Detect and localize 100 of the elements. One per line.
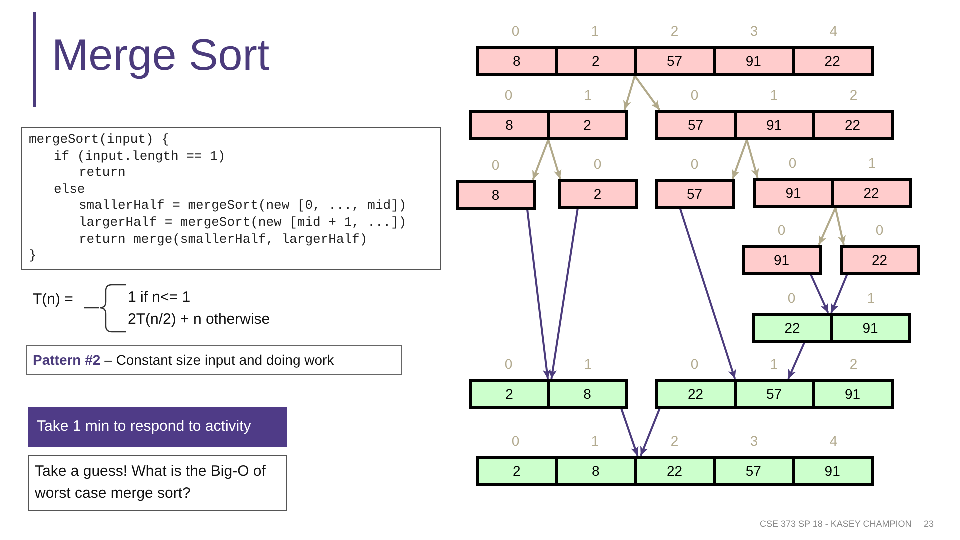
- slide-title: Merge Sort: [52, 30, 270, 82]
- array-cell-text: 91: [772, 250, 791, 270]
- array-cell: 91: [734, 113, 812, 137]
- pattern-note: Pattern #2 – Constant size input and doing work: [33, 351, 334, 369]
- arrow: [526, 210, 551, 380]
- array-cell-text: 57: [686, 116, 705, 134]
- index-label: 4: [830, 22, 838, 40]
- array-box: [476, 456, 874, 486]
- index-label: 0: [778, 221, 786, 239]
- array-cell: 2: [554, 49, 634, 73]
- array-cell-text: 91: [784, 184, 802, 202]
- code-line: largerHalf = mergeSort(new [mid + 1, ...]): [79, 214, 407, 232]
- array-box: [840, 245, 920, 275]
- array-cell: 91: [830, 316, 908, 340]
- array-cell-text: 2: [512, 462, 522, 480]
- arrow: [732, 140, 748, 180]
- arrow: [620, 408, 639, 456]
- arrow: [532, 140, 550, 180]
- array-cell-text: 22: [686, 384, 705, 404]
- index-label: 2: [670, 22, 679, 40]
- array-box: [469, 379, 628, 409]
- index-label: 2: [850, 355, 858, 373]
- index-label: 1: [867, 289, 876, 307]
- array-cell: 91: [812, 382, 890, 406]
- index-label: 0: [512, 22, 520, 40]
- code-box: [21, 127, 441, 270]
- arrow: [640, 408, 661, 456]
- arrow: [549, 208, 579, 380]
- array-cell: 8: [547, 382, 625, 406]
- index-label: 0: [788, 154, 797, 172]
- index-label: 0: [504, 355, 513, 373]
- array-cell-text: 2: [504, 384, 514, 404]
- code-line: if (input.length == 1): [54, 148, 226, 166]
- index-label: 3: [750, 22, 758, 40]
- note-box: [26, 345, 402, 375]
- arrow: [548, 140, 562, 180]
- array-box: [469, 110, 628, 140]
- footer-text: CSE 373 SP 18 - KASEY CHAMPION: [760, 518, 912, 530]
- index-label: 0: [594, 155, 602, 173]
- index-label: 1: [584, 86, 592, 104]
- array-cell-text: 22: [784, 318, 802, 338]
- array-box: [655, 110, 894, 140]
- array-box: [742, 245, 822, 275]
- array-box: [753, 178, 912, 208]
- array-cell-text: 22: [870, 250, 889, 270]
- array-cell: 22: [831, 181, 909, 205]
- index-label: 2: [670, 432, 679, 450]
- index-label: 0: [788, 289, 796, 307]
- array-cell: 57: [712, 459, 792, 483]
- array-box: [456, 180, 536, 210]
- index-label: 3: [750, 432, 758, 450]
- array-cell: 91: [712, 49, 792, 73]
- index-label: 0: [690, 86, 699, 104]
- index-label: 1: [770, 355, 778, 373]
- index-label: 0: [876, 221, 884, 239]
- index-label: 0: [690, 155, 699, 173]
- formula-text: 2T(n/2) + n otherwise: [128, 310, 270, 330]
- array-cell: 22: [792, 49, 871, 73]
- array-cell-text: 57: [686, 184, 704, 204]
- index-label: 1: [770, 86, 778, 104]
- page-number: 23: [924, 518, 934, 530]
- array-cell-text: 2: [592, 184, 603, 204]
- arrow: [818, 208, 837, 246]
- array-box: [655, 179, 734, 209]
- array-cell: 2: [547, 113, 625, 137]
- arrow: [788, 342, 806, 380]
- arrow: [634, 75, 661, 111]
- array-cell: 22: [812, 113, 890, 137]
- code-line: mergeSort(input) {: [29, 132, 170, 149]
- array-box: [655, 379, 894, 409]
- arrow: [810, 274, 830, 314]
- arrow: [830, 274, 848, 314]
- array-box: [476, 46, 874, 76]
- array-box: [558, 179, 638, 209]
- code-line: smallerHalf = mergeSort(new [0, ..., mid]): [79, 198, 407, 215]
- array-cell-text: 8: [490, 186, 501, 204]
- code-line: return: [79, 165, 126, 182]
- index-label: 0: [504, 86, 513, 104]
- array-cell-text: 8: [504, 116, 514, 134]
- index-label: 2: [850, 86, 858, 104]
- question-text: Take a guess! What is the Big-O of worst case merge sort?: [35, 462, 267, 504]
- arrow: [679, 208, 736, 380]
- array-cell: 91: [792, 459, 871, 483]
- array-box: [752, 313, 911, 343]
- index-label: 0: [512, 432, 520, 450]
- index-label: 1: [591, 432, 600, 450]
- index-label: 1: [584, 355, 592, 373]
- banner-text: Take 1 min to respond to activity: [37, 417, 252, 437]
- index-label: 4: [830, 432, 838, 450]
- arrow: [834, 208, 846, 246]
- index-label: 0: [492, 156, 500, 174]
- question-box: [28, 455, 287, 511]
- array-cell: 22: [634, 459, 713, 483]
- activity-banner: [28, 407, 287, 447]
- code-line: }: [29, 248, 37, 265]
- code-line: else: [54, 182, 86, 198]
- index-label: 1: [591, 22, 600, 40]
- arrow: [624, 76, 636, 110]
- array-cell: 57: [734, 382, 812, 406]
- code-line: return merge(smallerHalf, largerHalf): [79, 232, 368, 248]
